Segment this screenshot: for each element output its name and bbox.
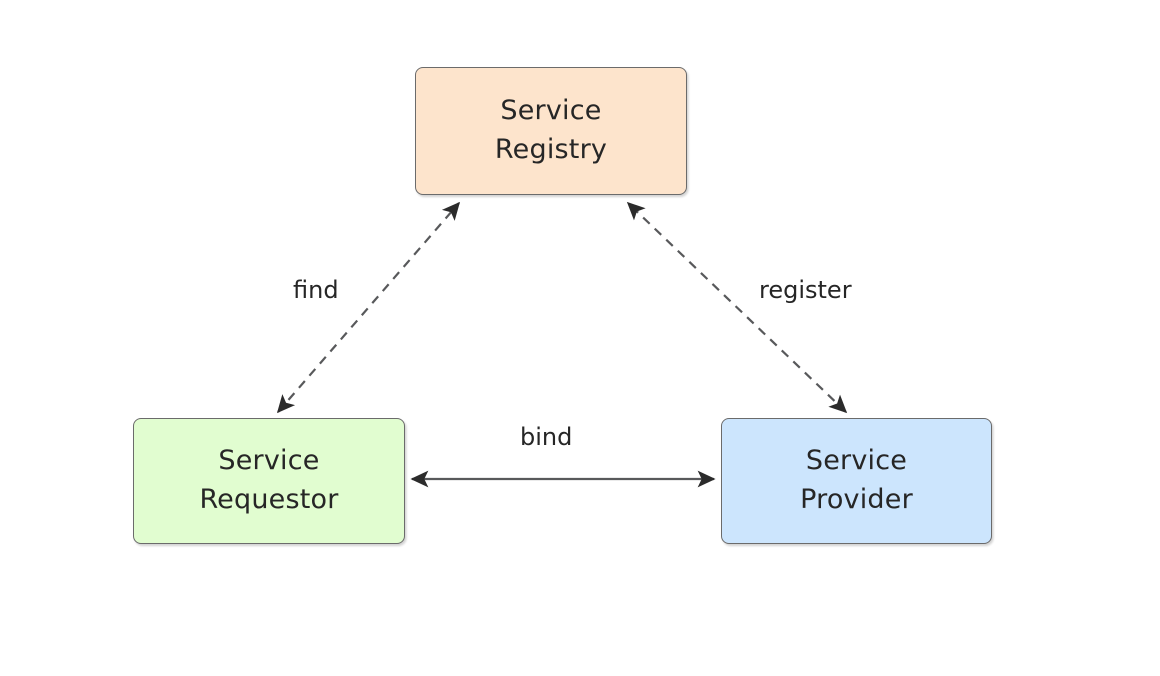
node-service-registry-label-line1: Service — [500, 95, 602, 127]
node-service-requestor-label-line2: Requestor — [199, 484, 339, 515]
node-service-registry-label-line2: Registry — [494, 134, 608, 165]
node-service-provider[interactable]: Service Provider — [721, 418, 992, 544]
node-service-requestor-label-line1: Service — [218, 445, 320, 477]
edge-label-register: register — [754, 276, 857, 304]
edge-label-bind: bind — [515, 423, 578, 451]
edge-register-line — [626, 201, 848, 414]
node-service-requestor[interactable]: Service Requestor — [133, 418, 405, 544]
node-service-provider-label-line2: Provider — [800, 484, 913, 515]
node-service-registry[interactable]: Service Registry — [415, 67, 687, 195]
edge-label-find: find — [288, 276, 344, 304]
edge-find-line — [276, 201, 461, 414]
node-service-provider-label-line1: Service — [805, 445, 908, 477]
